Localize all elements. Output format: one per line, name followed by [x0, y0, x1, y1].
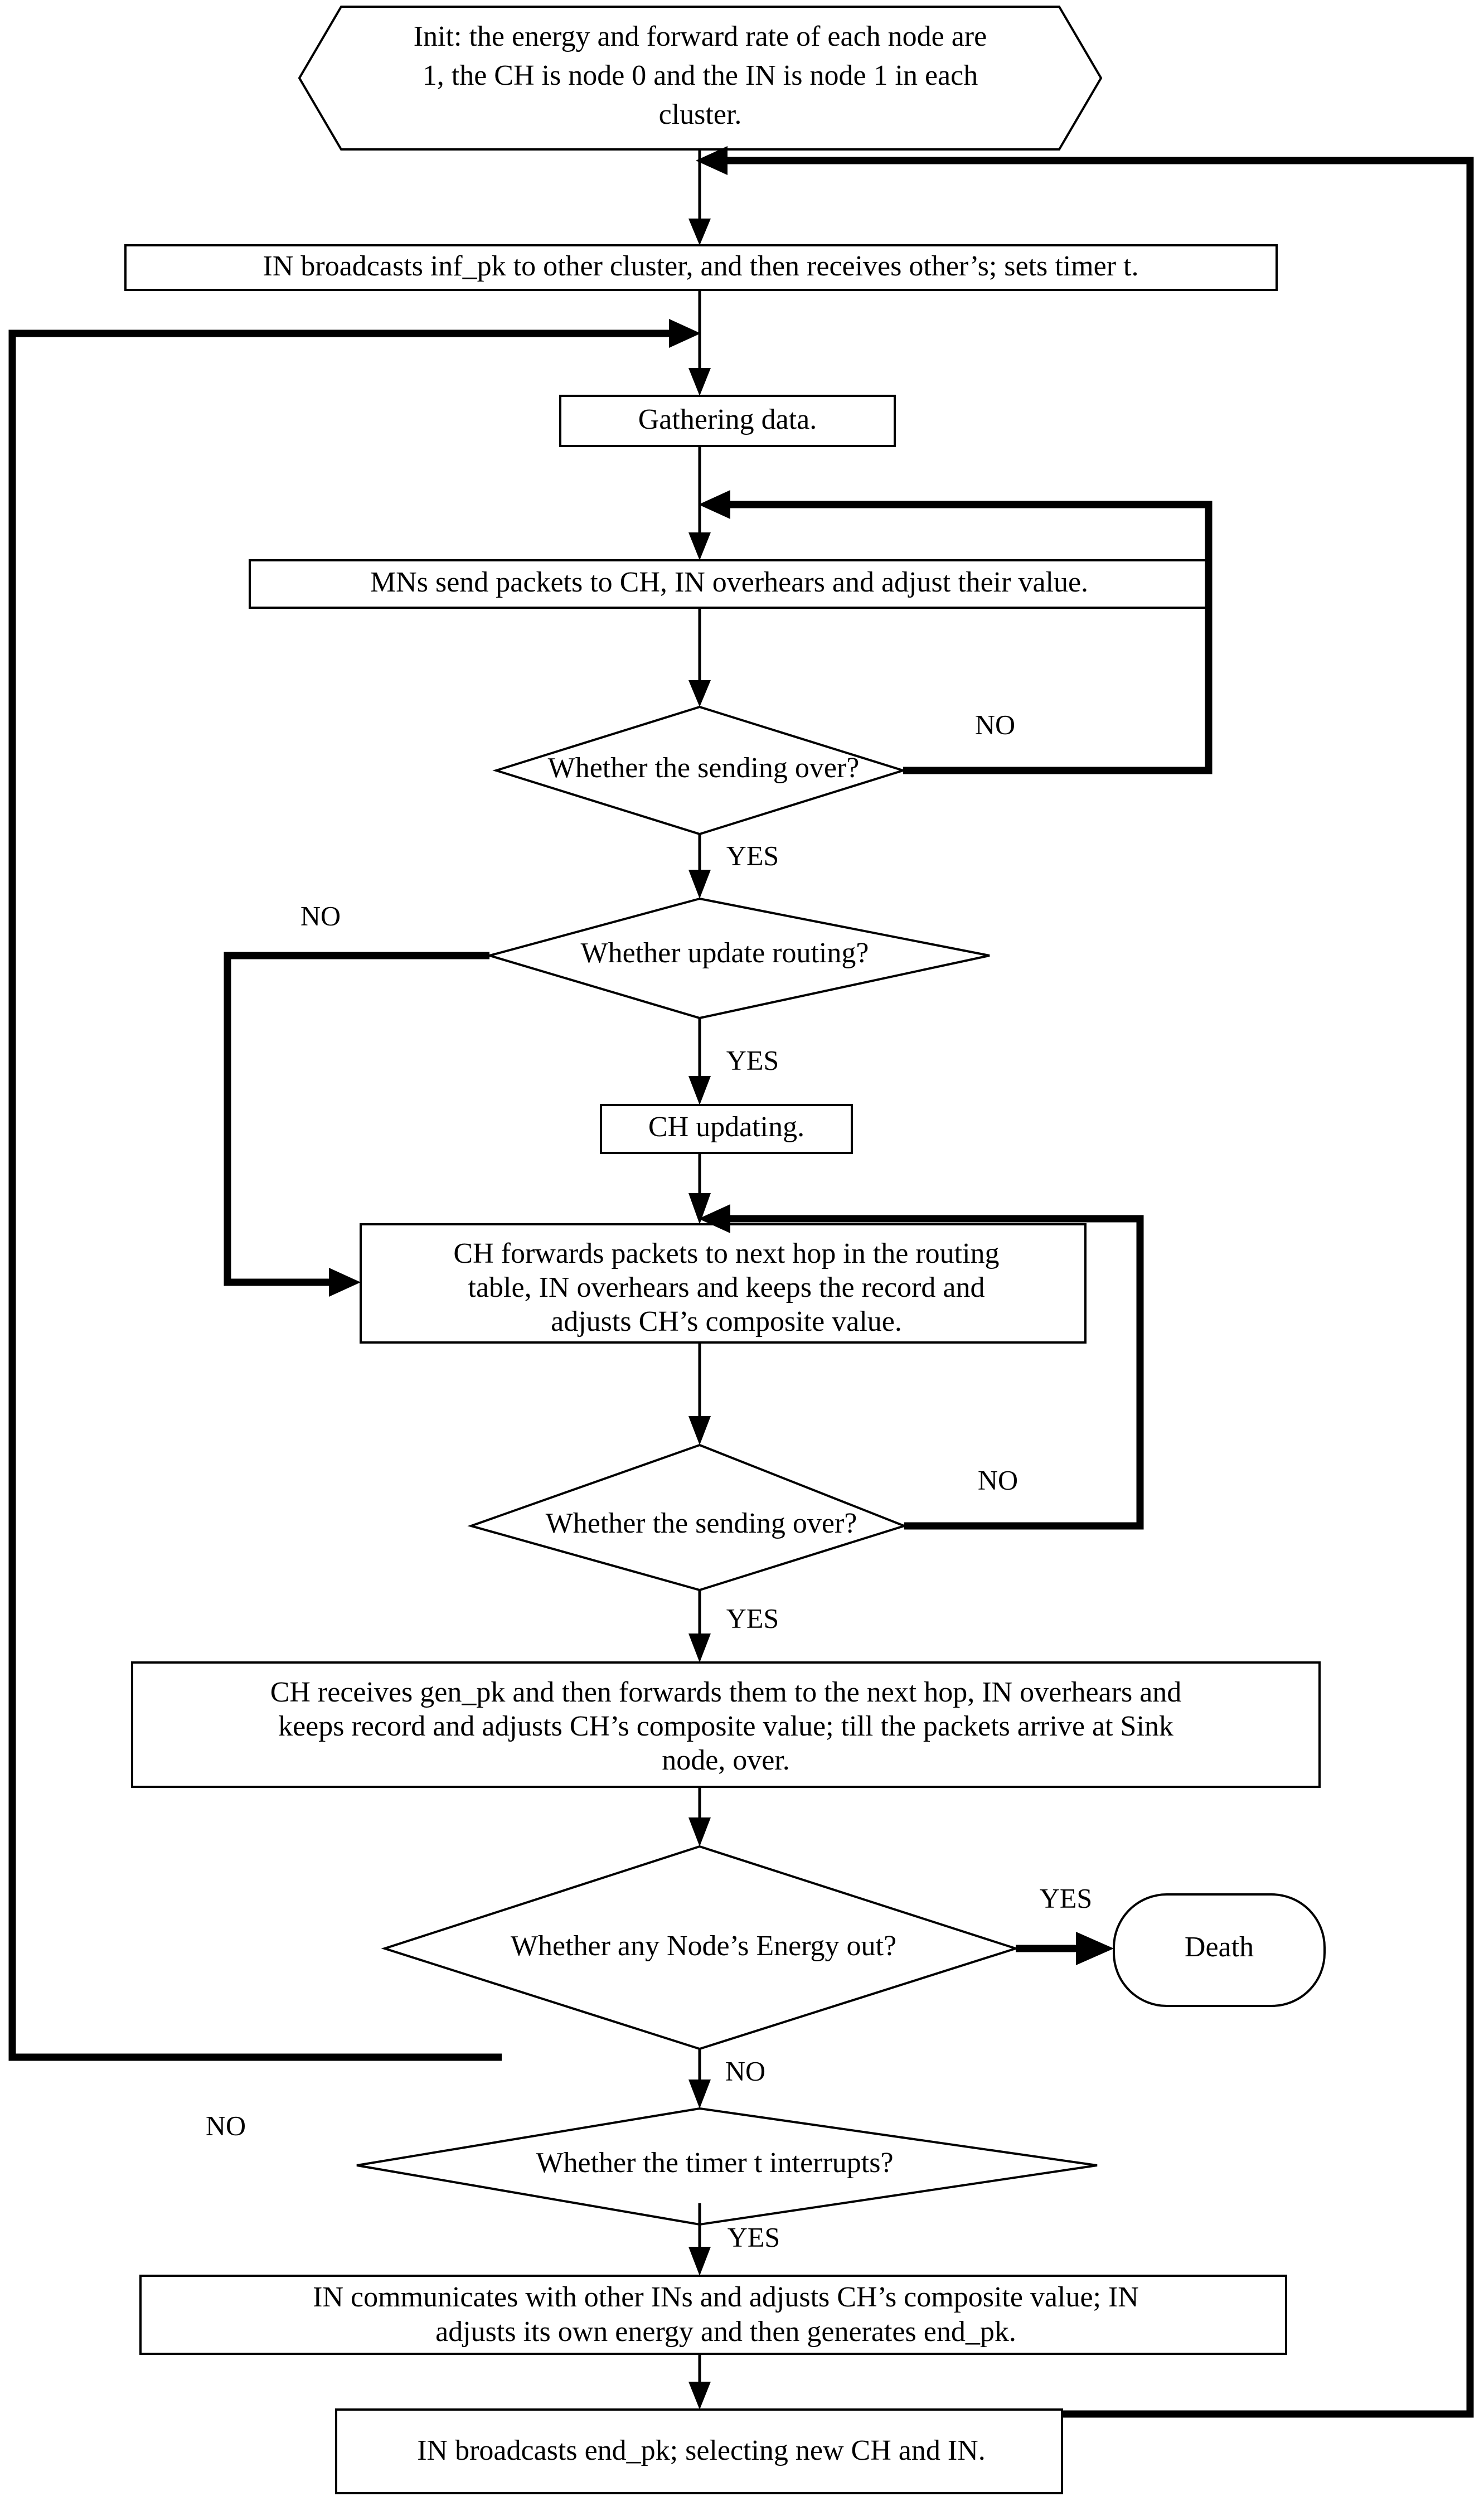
- node-in-communicates-line-1: IN communicates with other INs and adjus…: [313, 2281, 1139, 2313]
- node-decision-timer-interrupt: Whether the timer t interrupts?: [356, 2107, 1098, 2226]
- connector-energy-out-yes-to-death: [1016, 1932, 1114, 1965]
- node-ch-receives-line-2: keeps record and adjusts CH’s composite …: [278, 1710, 1173, 1742]
- node-decision-energy-out-label: Whether any Node’s Energy out?: [511, 1930, 896, 1962]
- edge-label-sending-over-1-yes: YES: [726, 840, 779, 871]
- timer-label-part-1: Whether the timer: [536, 2147, 754, 2179]
- node-ch-receives-line-1: CH receives gen_pk and then forwards the…: [270, 1676, 1182, 1708]
- edge-label-sending-over-1-no: NO: [975, 709, 1015, 740]
- connector-in-communicates-to-end-pk: [688, 2354, 711, 2410]
- node-decision-update-routing: Whether update routing?: [485, 897, 990, 1020]
- connector-in-broadcast-to-gathering: [688, 290, 711, 396]
- node-ch-forwards-line-2: table, IN overhears and keeps the record…: [468, 1272, 985, 1303]
- node-ch-updating-label: CH updating.: [648, 1111, 804, 1143]
- node-in-broadcast-inf-pk-label: IN broadcasts inf_pk to other cluster, a…: [263, 250, 1139, 282]
- edge-label-sending-over-2-yes: YES: [726, 1602, 779, 1633]
- node-mns-send-packets-label: MNs send packets to CH, IN overhears and…: [370, 566, 1088, 598]
- node-in-broadcast-end-pk: IN broadcasts end_pk; selecting new CH a…: [335, 2408, 1063, 2494]
- edge-label-sending-over-2-no: NO: [978, 1464, 1018, 1495]
- connector-sending-over-1-no-loop: [699, 490, 1213, 774]
- connector-sending-over-1-yes: [688, 834, 711, 899]
- node-decision-sending-over-1-label: Whether the sending over?: [548, 752, 860, 784]
- connector-ch-receives-to-energy-out: [688, 1787, 711, 1846]
- connector-energy-out-no: [688, 2049, 711, 2108]
- node-ch-forwards-packets: CH forwards packets to next hop in the r…: [360, 1223, 1087, 1344]
- node-gathering-data-label: Gathering data.: [638, 404, 817, 435]
- node-in-broadcast-end-pk-label: IN broadcasts end_pk; selecting new CH a…: [417, 2435, 986, 2466]
- connector-end-pk-return-to-top: [696, 146, 1474, 2418]
- node-in-communicates-line-2: adjusts its own energy and then generate…: [435, 2316, 1016, 2348]
- edge-label-energy-out-yes: YES: [1040, 1882, 1092, 1913]
- node-decision-sending-over-2: Whether the sending over?: [467, 1443, 908, 1592]
- node-ch-receives-line-3: node, over.: [662, 1744, 790, 1776]
- connector-gathering-to-mns: [688, 446, 711, 560]
- connector-mns-to-sending-over-1: [688, 608, 711, 707]
- node-decision-update-routing-label: Whether update routing?: [581, 937, 869, 969]
- edge-label-energy-out-no: NO: [725, 2055, 765, 2086]
- node-init-line-2: 1, the CH is node 0 and the IN is node 1…: [423, 60, 978, 91]
- node-mns-send-packets: MNs send packets to CH, IN overhears and…: [249, 559, 1210, 609]
- connector-sending-over-2-no-loop: [699, 1204, 1144, 1530]
- connector-timer-yes: [688, 2203, 711, 2276]
- node-ch-forwards-line-3: adjusts CH’s composite value.: [551, 1306, 902, 1337]
- connector-ch-forwards-to-sending-over-2: [688, 1342, 711, 1445]
- connector-update-routing-no: [224, 952, 489, 1297]
- node-death-label: Death: [1185, 1931, 1254, 1963]
- connector-ch-updating-to-ch-forwards: [688, 1153, 711, 1224]
- connector-sending-over-2-yes: [688, 1590, 711, 1662]
- node-init-line-1: Init: the energy and forward rate of eac…: [414, 21, 987, 52]
- node-decision-sending-over-2-label: Whether the sending over?: [546, 1508, 857, 1539]
- node-decision-timer-interrupt-label: Whether the timer t interrupts?: [536, 2147, 893, 2179]
- node-death: Death: [1113, 1893, 1326, 2007]
- edge-label-update-routing-yes: YES: [726, 1044, 779, 1075]
- node-decision-sending-over-1: Whether the sending over?: [492, 705, 907, 836]
- node-init: Init: the energy and forward rate of eac…: [298, 6, 1103, 151]
- connector-update-routing-yes: [688, 1018, 711, 1105]
- node-ch-receives-gen-pk: CH receives gen_pk and then forwards the…: [131, 1661, 1321, 1788]
- node-init-line-3: cluster.: [659, 99, 742, 130]
- node-gathering-data: Gathering data.: [559, 395, 896, 447]
- node-ch-forwards-line-1: CH forwards packets to next hop in the r…: [453, 1238, 999, 1269]
- edge-label-timer-yes: YES: [728, 2221, 780, 2252]
- edge-label-update-routing-no: NO: [300, 900, 341, 931]
- node-in-communicates: IN communicates with other INs and adjus…: [139, 2275, 1287, 2355]
- connector-timer-no-return: [8, 319, 701, 2061]
- edge-label-timer-no: NO: [206, 2110, 246, 2141]
- timer-label-part-2: interrupts?: [762, 2147, 893, 2179]
- timer-label-italic-t: t: [754, 2147, 763, 2179]
- node-decision-energy-out: Whether any Node’s Energy out?: [381, 1845, 1020, 2051]
- node-in-broadcast-inf-pk: IN broadcasts inf_pk to other cluster, a…: [124, 244, 1278, 291]
- node-ch-updating: CH updating.: [600, 1104, 853, 1154]
